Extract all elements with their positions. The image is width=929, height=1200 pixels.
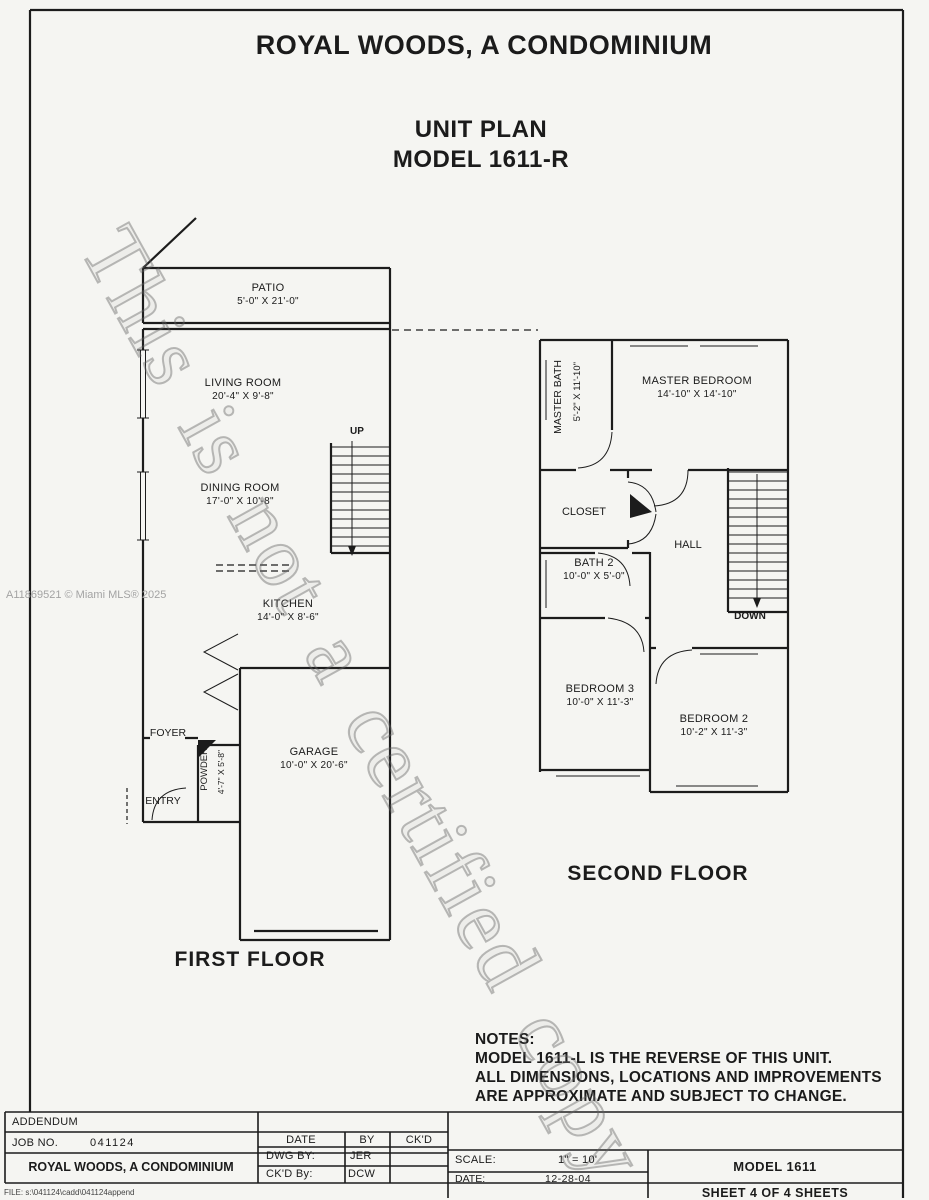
sheet-frame	[28, 8, 905, 1198]
room-dims: 5'-0" X 21'-0"	[237, 296, 299, 307]
room-name: LIVING ROOM	[204, 377, 282, 389]
room-label-entry: ENTRY	[145, 795, 181, 807]
room-name: KITCHEN	[262, 598, 314, 610]
room-label-living-room: LIVING ROOM 20'-4" X 9'-8"	[205, 376, 282, 404]
room-name: MASTER BEDROOM	[642, 375, 752, 387]
sheet-subtitle-unit-plan: UNIT PLAN	[414, 116, 548, 143]
titleblock-addendum: ADDENDUM	[12, 1116, 78, 1128]
room-name: DINING ROOM	[200, 482, 280, 494]
mls-credit: A11869521 © Miami MLS® 2025	[6, 589, 167, 601]
titleblock-col-date: DATE	[286, 1134, 316, 1146]
titleblock-scale-value: 1" = 10'	[558, 1154, 598, 1166]
titleblock-dwg-by-label: DWG BY:	[266, 1150, 316, 1162]
room-label-master-bath: MASTER BATH	[552, 360, 564, 434]
room-dims: 10'-2" X 11'-3"	[680, 727, 748, 738]
notes-block: NOTES: MODEL 1611-L IS THE REVERSE OF TH…	[475, 1030, 882, 1106]
room-label-bedroom2: BEDROOM 2 10'-2" X 11'-3"	[680, 712, 749, 740]
stairs-down-label: DOWN	[734, 611, 766, 622]
notes-line: ARE APPROXIMATE AND SUBJECT TO CHANGE.	[475, 1088, 847, 1105]
room-name: BEDROOM 2	[679, 713, 749, 725]
room-label-dining-room: DINING ROOM 17'-0" X 10'-8"	[200, 481, 279, 509]
room-dims: 10'-0" X 5'-0"	[563, 571, 625, 582]
room-dims: 10'-0" X 20'-6"	[280, 760, 348, 771]
room-dims-powder: 4'-7" X 5'-8"	[216, 750, 226, 795]
titleblock-scale-label: SCALE:	[455, 1154, 496, 1166]
titleblock-col-by: BY	[359, 1134, 375, 1146]
room-label-garage: GARAGE 10'-0" X 20'-6"	[280, 745, 348, 773]
file-path-note: FILE: s:\041124\cadd\041124append	[4, 1188, 135, 1197]
room-name: GARAGE	[289, 746, 339, 758]
titleblock-job-no: 041124	[90, 1137, 135, 1149]
room-label-bath2: BATH 2 10'-0" X 5'-0"	[563, 556, 625, 584]
room-label-powder: POWDER	[199, 748, 210, 791]
titleblock-model: MODEL 1611	[733, 1159, 817, 1174]
titleblock-date-label: DATE:	[455, 1173, 486, 1185]
room-label-closet: CLOSET	[561, 506, 607, 518]
titleblock-project-name: ROYAL WOODS, A CONDOMINIUM	[28, 1160, 234, 1174]
notes-line: MODEL 1611-L IS THE REVERSE OF THIS UNIT…	[475, 1050, 833, 1067]
room-dims: 17'-0" X 10'-8"	[206, 496, 274, 507]
room-label-bedroom3: BEDROOM 3 10'-0" X 11'-3"	[566, 682, 635, 710]
room-dims: 20'-4" X 9'-8"	[212, 391, 274, 402]
room-dims: 14'-10" X 14'-10"	[657, 389, 737, 400]
room-label-foyer: FOYER	[149, 727, 187, 739]
titleblock-sheet: SHEET 4 OF 4 SHEETS	[701, 1186, 849, 1200]
second-floor-caption: SECOND FLOOR	[567, 862, 749, 885]
titleblock-ckd-by-label: CK'D By:	[266, 1168, 313, 1180]
room-dims: 10'-0" X 11'-3"	[566, 697, 634, 708]
titleblock-ckd-by-value: DCW	[348, 1168, 376, 1180]
titleblock-job-no-label: JOB NO.	[12, 1137, 59, 1149]
first-floor-caption: FIRST FLOOR	[174, 948, 326, 971]
room-label-master-bedroom: MASTER BEDROOM 14'-10" X 14'-10"	[642, 374, 752, 402]
room-label-kitchen: KITCHEN 14'-0" X 8'-6"	[257, 597, 319, 625]
closet-door-leaf	[630, 494, 652, 518]
notes-line: ALL DIMENSIONS, LOCATIONS AND IMPROVEMEN…	[475, 1069, 882, 1086]
room-name: PATIO	[251, 282, 285, 294]
room-dims: 14'-0" X 8'-6"	[257, 612, 319, 623]
notes-label: NOTES:	[475, 1031, 535, 1048]
titleblock-col-ckd: CK'D	[405, 1134, 433, 1146]
room-name: BATH 2	[574, 557, 614, 569]
room-label-patio: PATIO 5'-0" X 21'-0"	[237, 281, 299, 309]
up-stair-arrowhead	[348, 546, 356, 556]
titleblock-dwg-by-value: JER	[350, 1150, 372, 1162]
sheet-subtitle-model: MODEL 1611-R	[392, 146, 570, 173]
stairs-up-label: UP	[350, 426, 364, 437]
down-stair-arrowhead	[753, 598, 761, 608]
sheet-title: ROYAL WOODS, A CONDOMINIUM	[255, 30, 713, 60]
titleblock-date-value: 12-28-04	[545, 1173, 592, 1185]
room-label-hall: HALL	[674, 539, 702, 551]
room-name: BEDROOM 3	[565, 683, 635, 695]
room-dims-master-bath: 5'-2" X 11'-10"	[572, 362, 583, 422]
